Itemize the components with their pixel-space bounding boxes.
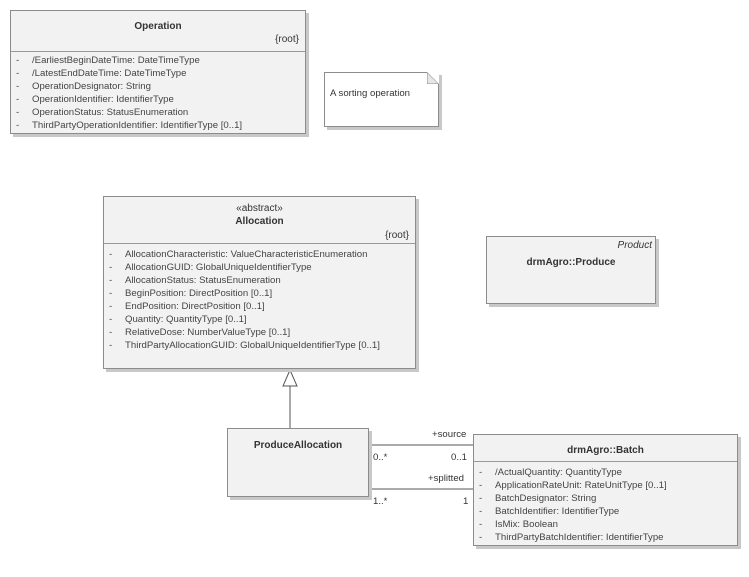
attribute-row[interactable]: -BeginPosition: DirectPosition [0..1] — [109, 288, 273, 299]
batch-header: drmAgro::Batch — [474, 435, 737, 462]
attribute-row[interactable]: -AllocationGUID: GlobalUniqueIdentifierT… — [109, 262, 312, 273]
source-far-multiplicity: 0..1 — [451, 452, 468, 463]
attribute-row[interactable]: -OperationStatus: StatusEnumeration — [16, 107, 189, 118]
produce-allocation-name: ProduceAllocation — [253, 440, 343, 451]
produce-name: drmAgro::Produce — [526, 257, 616, 268]
allocation-header: «abstract» Allocation {root} — [104, 197, 415, 244]
attribute-row[interactable]: -Quantity: QuantityType [0..1] — [109, 314, 247, 325]
source-near-multiplicity: 0..* — [373, 452, 388, 463]
produce-stereotype: Product — [617, 240, 652, 251]
allocation-attributes: -AllocationCharacteristic: ValueCharacte… — [104, 244, 415, 352]
batch-name: drmAgro::Batch — [567, 445, 644, 456]
attribute-row[interactable]: -/LatestEndDateTime: DateTimeType — [16, 68, 187, 79]
attribute-row[interactable]: -ThirdPartyAllocationGUID: GlobalUniqueI… — [109, 340, 380, 351]
attribute-row[interactable]: -AllocationCharacteristic: ValueCharacte… — [109, 249, 368, 260]
operation-root-tag: {root} — [275, 34, 299, 45]
attribute-row[interactable]: -BatchIdentifier: IdentifierType — [479, 506, 620, 517]
batch-attributes: -/ActualQuantity: QuantityType -Applicat… — [474, 462, 737, 544]
operation-name: Operation — [134, 21, 182, 32]
note-fold-corner — [427, 72, 439, 84]
operation-class[interactable]: Operation {root} -/EarliestBeginDateTime… — [10, 10, 306, 134]
attribute-row[interactable]: -AllocationStatus: StatusEnumeration — [109, 275, 281, 286]
attribute-row[interactable]: -ThirdPartyOperationIdentifier: Identifi… — [16, 120, 243, 131]
attribute-row[interactable]: -OperationIdentifier: IdentifierType — [16, 94, 174, 105]
attribute-row[interactable]: -BatchDesignator: String — [479, 493, 597, 504]
batch-class[interactable]: drmAgro::Batch -/ActualQuantity: Quantit… — [473, 434, 738, 546]
produce-allocation-class[interactable]: ProduceAllocation — [227, 428, 369, 497]
attribute-row[interactable]: -IsMix: Boolean — [479, 519, 558, 530]
allocation-name: Allocation — [235, 216, 284, 227]
splitted-far-multiplicity: 1 — [463, 496, 469, 507]
attribute-row[interactable]: -RelativeDose: NumberValueType [0..1] — [109, 327, 291, 338]
attribute-row[interactable]: -/ActualQuantity: QuantityType — [479, 467, 622, 478]
attribute-row[interactable]: -ThirdPartyBatchIdentifier: IdentifierTy… — [479, 532, 664, 543]
source-role-label: +source — [432, 429, 467, 440]
splitted-role-label: +splitted — [428, 473, 464, 484]
operation-header: Operation {root} — [11, 11, 305, 52]
attribute-row[interactable]: -EndPosition: DirectPosition [0..1] — [109, 301, 265, 312]
allocation-class[interactable]: «abstract» Allocation {root} -Allocation… — [103, 196, 416, 369]
produce-class[interactable]: Product drmAgro::Produce — [486, 236, 656, 304]
allocation-root-tag: {root} — [385, 230, 409, 241]
generalization-arrowhead — [282, 368, 298, 387]
attribute-row[interactable]: -/EarliestBeginDateTime: DateTimeType — [16, 55, 200, 66]
attribute-row[interactable]: -OperationDesignator: String — [16, 81, 151, 92]
note-text: A sorting operation — [330, 88, 411, 99]
attribute-row[interactable]: -ApplicationRateUnit: RateUnitType [0..1… — [479, 480, 667, 491]
splitted-near-multiplicity: 1..* — [373, 496, 388, 507]
allocation-stereotype: «abstract» — [236, 203, 283, 214]
note-sorting-operation[interactable]: A sorting operation — [324, 72, 439, 127]
operation-attributes: -/EarliestBeginDateTime: DateTimeType -/… — [11, 52, 305, 132]
